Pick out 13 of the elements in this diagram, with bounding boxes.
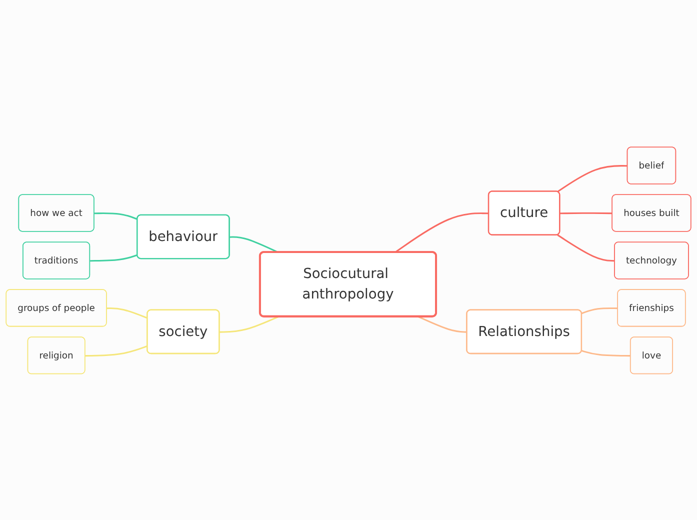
connector xyxy=(90,254,138,262)
connector xyxy=(85,344,148,356)
connector xyxy=(557,164,628,192)
connector xyxy=(394,212,489,253)
connector xyxy=(418,316,468,332)
connector xyxy=(582,306,618,314)
connector xyxy=(94,212,138,220)
connector xyxy=(557,234,615,262)
connector xyxy=(230,236,279,253)
connector xyxy=(106,307,148,318)
connector xyxy=(220,316,279,332)
connector xyxy=(560,212,612,214)
connector xyxy=(582,350,631,356)
